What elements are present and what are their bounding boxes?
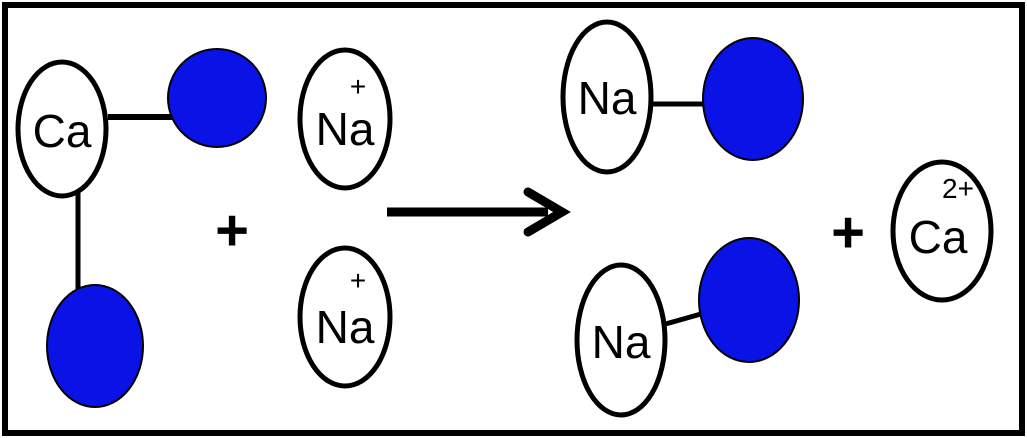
sodium-ion-1: Na + <box>297 47 393 191</box>
sodium-label: Na <box>578 72 637 124</box>
sodium-ion-label: Na <box>316 103 375 155</box>
blue-atom <box>698 237 800 363</box>
sodium-ion-charge: + <box>350 265 366 296</box>
plus-sign-reactants: + <box>215 198 249 263</box>
arrow-head <box>523 187 571 237</box>
sodium-atom <box>574 262 668 418</box>
reactant-calcium-compound: Ca <box>15 48 267 408</box>
sodium-ion-atom <box>297 245 393 389</box>
sodium-ion-label: Na <box>316 301 375 353</box>
calcium-label: Ca <box>33 105 92 157</box>
calcium-ion-charge: 2+ <box>942 173 974 204</box>
blue-atom <box>702 37 804 161</box>
sodium-ion-atom <box>297 47 393 191</box>
blue-atom <box>46 284 144 408</box>
blue-atom <box>167 48 267 148</box>
calcium-ion: Ca 2+ <box>890 159 994 303</box>
plus-sign-products: + <box>831 200 865 265</box>
product-sodium-compound-2: Na <box>574 237 800 418</box>
reaction-arrow <box>387 187 571 237</box>
product-sodium-compound-1: Na <box>560 19 804 175</box>
calcium-ion-atom <box>890 159 994 303</box>
sodium-ion-charge: + <box>350 71 366 102</box>
sodium-atom <box>560 19 654 175</box>
calcium-ion-label: Ca <box>909 211 968 263</box>
sodium-ion-2: Na + <box>297 245 393 389</box>
sodium-label: Na <box>592 316 651 368</box>
calcium-atom <box>15 59 109 199</box>
